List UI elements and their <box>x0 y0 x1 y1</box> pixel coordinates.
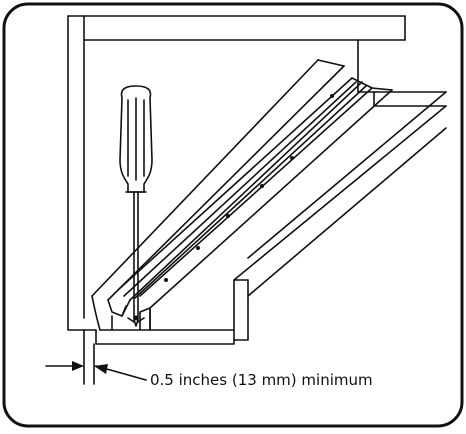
dimension-indicator <box>45 329 147 385</box>
arrow-right-icon <box>72 361 84 371</box>
rail-screw <box>330 94 334 98</box>
rail-screw <box>226 214 230 218</box>
screw-being-driven <box>133 315 139 321</box>
arrow-left-icon <box>94 364 108 374</box>
screwdriver <box>119 85 153 327</box>
rail-screws <box>133 94 334 321</box>
rail-screw <box>290 156 294 160</box>
channel-lip <box>95 91 447 345</box>
dimension-arrows <box>72 361 108 374</box>
rail-screw <box>196 246 200 250</box>
rail-screw <box>164 278 168 282</box>
floor-ledge <box>149 307 235 331</box>
rail-screw <box>260 184 264 188</box>
cabinet-walls <box>67 15 447 331</box>
dimension-label: 0.5 inches (13 mm) minimum <box>150 371 373 389</box>
